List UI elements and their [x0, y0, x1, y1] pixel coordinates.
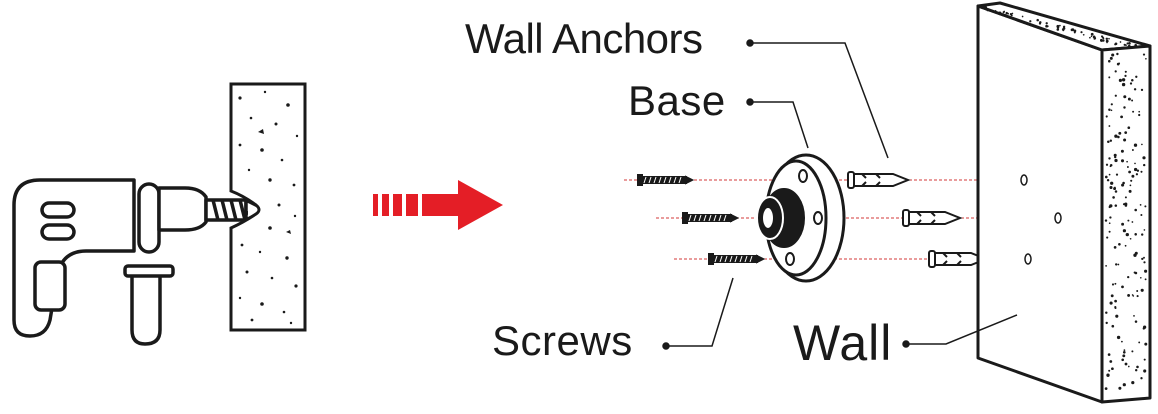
red-arrow-icon	[373, 180, 503, 230]
wall-holes	[1020, 174, 1062, 265]
base-center-hub	[756, 188, 805, 248]
wall-anchor-1	[847, 171, 911, 189]
screw-1	[637, 174, 695, 186]
label-wall: Wall	[793, 315, 893, 371]
small-wall-texture	[238, 90, 299, 325]
wall-panel	[976, 1, 1152, 404]
drill-icon	[12, 178, 264, 346]
wall-texture	[984, 5, 1148, 390]
label-base: Base	[628, 77, 726, 124]
screw-3	[708, 253, 766, 265]
screw-2	[682, 212, 740, 224]
callout-leaders	[662, 39, 1018, 350]
label-screws: Screws	[492, 317, 633, 364]
small-wall-block	[229, 82, 307, 332]
wall-anchor-2	[902, 209, 963, 227]
label-wall-anchors: Wall Anchors	[465, 15, 703, 62]
